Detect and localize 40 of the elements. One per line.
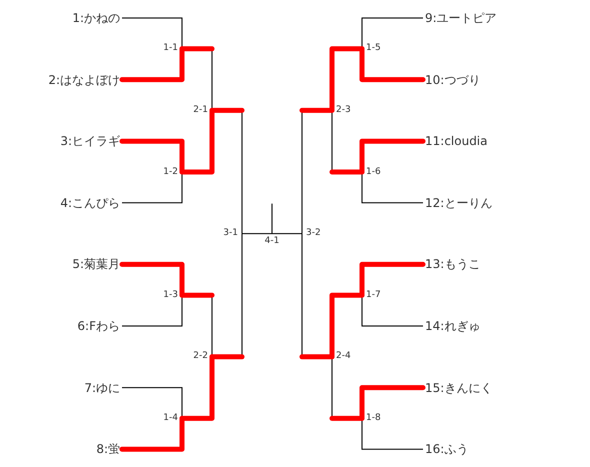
match-number: 2-4 [336,351,351,362]
entrant-name: 4:こんぴら [60,194,120,211]
entrant-name: 2:はなよぼけ [48,72,120,88]
bracket-line [122,18,182,50]
bracket-line [122,172,182,204]
match-number: 3-2 [306,228,321,240]
match-number: 1-5 [366,43,381,54]
entrant-name: 10:つづり [425,72,480,88]
match-number: 1-8 [366,412,381,424]
match-number: 4-1 [262,236,282,247]
entrant-name: 8:蛍 [96,441,120,458]
entrant-name: 9:ユートピア [425,10,497,26]
match-number: 1-6 [366,166,381,178]
match-number: 2-1 [193,104,208,116]
entrant-name: 7:ゆに [84,380,120,396]
match-number: 3-1 [223,228,238,240]
bracket-line [362,18,424,50]
entrant-name: 5:菊葉月 [72,256,120,272]
bracket-line [272,233,302,234]
entrant-name: 13:もうこ [425,256,480,272]
match-number: 1-1 [163,43,178,54]
entrant-name: 6:Fわら [77,318,120,334]
entrant-name: 12:とーりん [425,194,492,211]
match-number: 1-3 [163,290,178,301]
match-number: 2-2 [193,351,208,362]
bracket-line [242,233,272,234]
entrant-name: 16:ふう [425,441,468,458]
bracket-line [122,294,182,326]
entrant-name: 11:cloudia [425,133,488,150]
entrant-name: 1:かねの [72,10,120,26]
bracket-line [122,387,182,419]
match-number: 2-3 [336,104,351,116]
entrant-name: 15:きんにく [425,380,492,396]
match-number: 1-7 [366,290,381,301]
bracket-line [362,294,424,326]
bracket-line [362,172,424,204]
match-number: 1-2 [163,166,178,178]
entrant-name: 14:れぎゅ [425,318,480,334]
match-number: 1-4 [163,412,178,424]
entrant-name: 3:ヒイラギ [60,133,120,150]
